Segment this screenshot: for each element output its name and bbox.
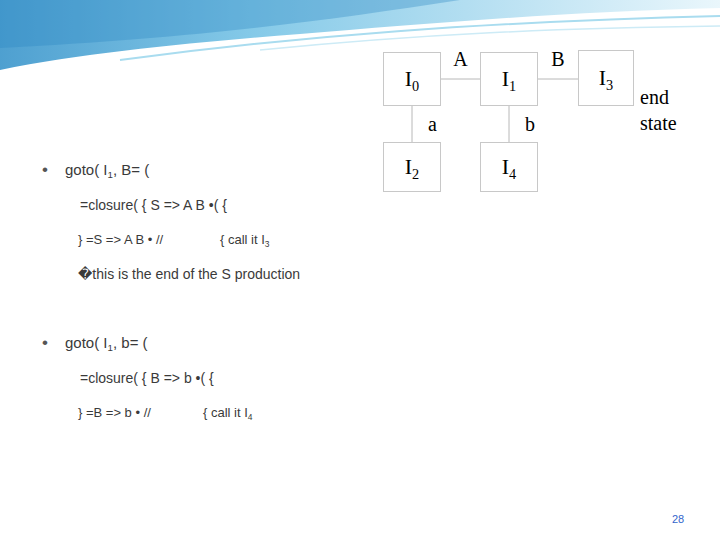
bullet: • (42, 333, 48, 353)
state-name: I3 (599, 65, 613, 91)
note: { call it I3 (220, 232, 270, 247)
goto-line: goto( I1, b= ( (65, 334, 148, 351)
state-box: I4 (480, 142, 538, 192)
goto-transition (441, 79, 480, 80)
page-number: 28 (672, 513, 684, 525)
state-name: I2 (405, 154, 419, 180)
goto-transition (412, 106, 413, 142)
note: { call it I4 (203, 405, 253, 420)
state-name: I4 (502, 154, 516, 180)
state-box: I0 (383, 52, 441, 106)
goto-transition (538, 79, 578, 80)
state-box: I2 (383, 142, 441, 192)
state-name: I1 (502, 66, 516, 92)
transition-symbol: B (549, 48, 566, 70)
closure-line: =closure( { B => b •( { (80, 370, 214, 386)
goto-transition (509, 106, 510, 142)
transition-symbol: A (451, 48, 469, 70)
goto-line: goto( I1, B= ( (65, 161, 149, 178)
bullet: • (42, 160, 48, 180)
item-line: } =B => b • // (78, 405, 151, 420)
state-box: I3 (578, 50, 634, 106)
transition-symbol: b (523, 113, 537, 135)
end-state-note: end state (640, 84, 700, 136)
item-line: } =S => A B • // (78, 232, 163, 247)
transition-symbol: a (426, 113, 439, 135)
note: �this is the end of the S production (78, 266, 300, 282)
state-name: I0 (405, 66, 419, 92)
closure-line: =closure( { S => A B •( { (80, 197, 227, 213)
state-box: I1 (480, 52, 538, 106)
